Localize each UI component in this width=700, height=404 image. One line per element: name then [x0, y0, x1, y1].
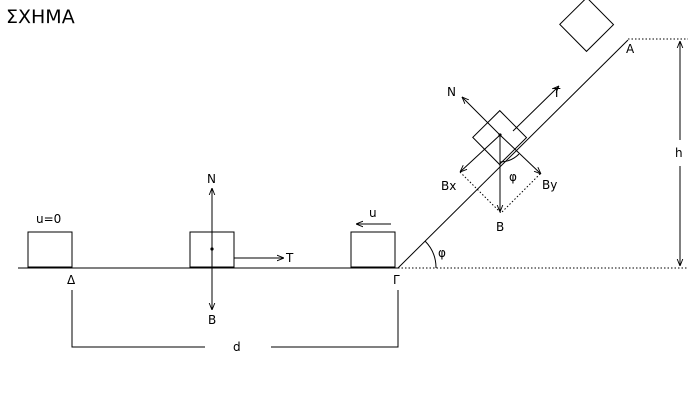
incline-line: [397, 39, 629, 269]
label-N-incline: N: [447, 85, 456, 99]
incline-angle-arc: [424, 240, 437, 269]
arrow-Bx: [460, 134, 501, 172]
label-A: Α: [626, 42, 635, 56]
label-Gamma: Γ: [393, 273, 400, 287]
label-T-middle: T: [285, 251, 294, 265]
label-phi-weight: φ: [509, 170, 517, 184]
label-h: h: [675, 146, 683, 160]
arrow-N-incline: [462, 97, 501, 136]
label-B-middle: B: [208, 313, 216, 327]
weight-angle-arc: [499, 153, 520, 163]
distance-bracket-right: [271, 290, 399, 348]
label-d: d: [233, 340, 241, 354]
label-B-incline: B: [496, 220, 504, 234]
weight-components-dotted: [459, 171, 542, 214]
center-dot-incline: [498, 133, 502, 137]
label-By: By: [542, 178, 557, 192]
label-N-middle: N: [207, 172, 216, 186]
label-phi-incline: φ: [438, 246, 446, 260]
label-T-incline: T: [552, 86, 561, 100]
label-Delta: Δ: [67, 273, 76, 287]
center-dot-middle: [210, 247, 214, 251]
block-gamma: [350, 231, 396, 268]
figure-title: ΣΧΗΜΑ: [6, 6, 75, 28]
label-u0: u=0: [36, 212, 61, 226]
block-delta: [27, 231, 73, 268]
block-top: [559, 0, 615, 53]
arrow-T-incline: [512, 86, 559, 132]
distance-bracket-left: [71, 290, 205, 348]
label-u: u: [369, 206, 377, 220]
label-Bx: Bx: [441, 179, 456, 193]
arrow-By: [499, 134, 541, 174]
